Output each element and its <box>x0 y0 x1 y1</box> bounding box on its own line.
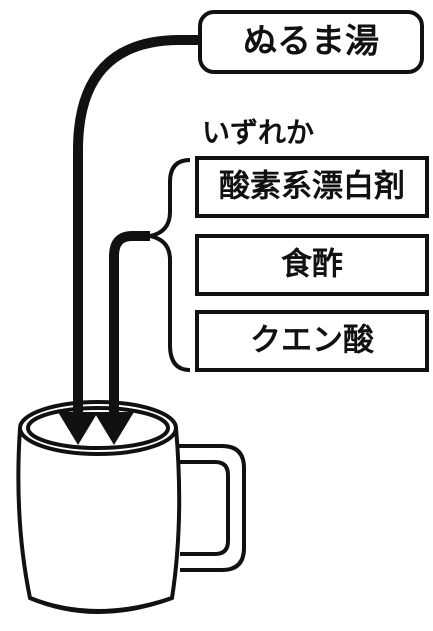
option-label: 食酢 <box>281 247 343 283</box>
option-box-oxygen-bleach: 酸素系漂白剤 <box>195 156 429 218</box>
option-box-frame <box>195 234 429 296</box>
top-box-warm-water: ぬるま湯 <box>198 10 424 74</box>
warm-water-arrowhead-front <box>58 412 98 445</box>
option-box-frame <box>195 310 429 372</box>
option-label: 酸素系漂白剤 <box>219 169 405 205</box>
option-box-citric-acid: クエン酸 <box>195 310 429 372</box>
option-label: クエン酸 <box>250 323 375 359</box>
warm-water-arrow <box>58 35 200 445</box>
mug-handle-inner <box>172 460 230 556</box>
warm-water-arrow-stub <box>73 400 83 416</box>
mug-handle <box>172 444 246 572</box>
option-box-vinegar: 食酢 <box>195 234 429 296</box>
choice-note: いずれか <box>202 116 314 149</box>
additive-arrowhead-front <box>94 412 134 445</box>
options-brace <box>149 158 191 372</box>
mug-illustration <box>16 400 246 614</box>
option-box-frame <box>195 156 429 218</box>
top-box-label: ぬるま湯 <box>243 22 379 62</box>
additive-arrow-stub <box>109 400 119 416</box>
mug-bottom <box>29 596 173 614</box>
additive-arrow-line <box>109 231 150 415</box>
warm-water-arrow-line <box>73 35 200 415</box>
